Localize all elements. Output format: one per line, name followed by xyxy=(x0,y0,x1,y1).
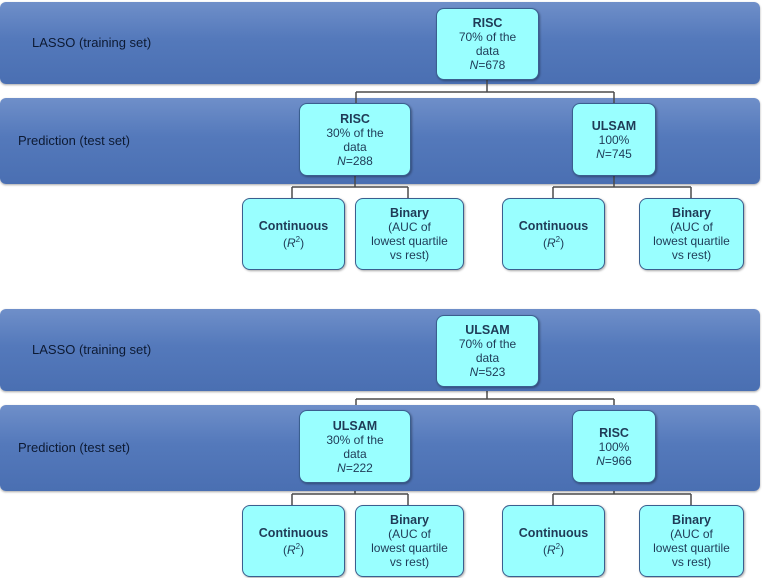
node-percent-cont: data xyxy=(343,446,367,461)
binary-desc-1: (AUC of xyxy=(670,220,713,234)
outcome-binary-left: Binary (AUC of lowest quartile vs rest) xyxy=(355,198,464,270)
n-symbol: N xyxy=(337,153,346,168)
node-title: Binary xyxy=(390,206,429,220)
test-node-ulsam: ULSAM 30% of the data N=222 xyxy=(299,410,411,483)
node-percent: 70% of the xyxy=(458,337,517,351)
binary-desc-2: lowest quartile xyxy=(371,541,448,555)
test-label-1: Prediction (test set) xyxy=(18,133,130,148)
outcome-binary-right: Binary (AUC of lowest quartile vs rest) xyxy=(639,198,744,270)
n-symbol: N xyxy=(596,453,605,468)
training-band-1 xyxy=(0,2,760,84)
n-value: =966 xyxy=(604,453,632,468)
train-node-ulsam: ULSAM 70% of the data N=523 xyxy=(436,315,539,387)
binary-desc-3: vs rest) xyxy=(389,555,430,569)
n-value: =523 xyxy=(478,365,506,379)
outcome-continuous-left: Continuous (R2) xyxy=(242,198,345,270)
node-percent: 100% xyxy=(598,132,630,147)
node-title: Binary xyxy=(390,513,429,527)
node-sample-size: N=966 xyxy=(596,454,632,468)
r-squared: (R2) xyxy=(282,541,305,557)
binary-desc-3: vs rest) xyxy=(671,248,712,262)
test-node-ulsam: ULSAM 100% N=745 xyxy=(572,103,656,176)
r-squared: (R2) xyxy=(542,234,565,250)
binary-desc-1: (AUC of xyxy=(388,527,431,541)
outcome-continuous-left: Continuous (R2) xyxy=(242,505,345,577)
training-band-2 xyxy=(0,309,760,391)
n-value: =222 xyxy=(345,460,373,475)
node-title: RISC xyxy=(472,16,503,30)
outcome-binary-right: Binary (AUC of lowest quartile vs rest) xyxy=(639,505,744,577)
node-sample-size: N=678 xyxy=(470,58,506,72)
node-percent: 100% xyxy=(598,439,630,454)
node-sample-size: N=288 xyxy=(337,154,373,168)
outcome-binary-left: Binary (AUC of lowest quartile vs rest) xyxy=(355,505,464,577)
binary-desc-2: lowest quartile xyxy=(371,234,448,248)
node-title: Continuous xyxy=(258,525,329,540)
test-node-risc: RISC 100% N=966 xyxy=(572,410,656,483)
node-sample-size: N=523 xyxy=(470,365,506,379)
node-title: Continuous xyxy=(518,218,589,233)
binary-desc-2: lowest quartile xyxy=(653,234,730,248)
n-symbol: N xyxy=(469,365,479,379)
training-label-2: LASSO (training set) xyxy=(32,342,152,357)
node-title: ULSAM xyxy=(591,118,637,133)
r-squared: (R2) xyxy=(542,541,565,557)
outcome-continuous-right: Continuous (R2) xyxy=(502,198,605,270)
node-percent-cont: data xyxy=(475,351,500,365)
r-squared: (R2) xyxy=(282,234,305,250)
binary-desc-3: vs rest) xyxy=(389,248,430,262)
node-percent-cont: data xyxy=(343,139,367,154)
training-label-1: LASSO (training set) xyxy=(32,35,152,50)
node-title: ULSAM xyxy=(332,418,378,433)
outcome-continuous-right: Continuous (R2) xyxy=(502,505,605,577)
node-title: Binary xyxy=(672,206,711,220)
node-percent: 70% of the xyxy=(458,30,517,44)
n-symbol: N xyxy=(469,58,479,72)
binary-desc-1: (AUC of xyxy=(670,527,713,541)
n-value: =745 xyxy=(604,146,632,161)
node-title: RISC xyxy=(340,111,370,126)
node-percent: 30% of the xyxy=(326,432,384,447)
node-sample-size: N=222 xyxy=(337,461,373,475)
n-value: =288 xyxy=(345,153,373,168)
node-title: Binary xyxy=(672,513,711,527)
n-symbol: N xyxy=(337,460,346,475)
node-title: Continuous xyxy=(518,525,589,540)
node-percent: 30% of the xyxy=(326,125,384,140)
n-symbol: N xyxy=(596,146,605,161)
test-label-2: Prediction (test set) xyxy=(18,440,130,455)
node-sample-size: N=745 xyxy=(596,147,632,161)
test-node-risc: RISC 30% of the data N=288 xyxy=(299,103,411,176)
node-title: ULSAM xyxy=(465,323,510,337)
node-title: Continuous xyxy=(258,218,329,233)
node-percent-cont: data xyxy=(475,44,500,58)
node-title: RISC xyxy=(599,425,629,440)
binary-desc-1: (AUC of xyxy=(388,220,431,234)
n-value: =678 xyxy=(478,58,506,72)
binary-desc-3: vs rest) xyxy=(671,555,712,569)
binary-desc-2: lowest quartile xyxy=(653,541,730,555)
train-node-risc: RISC 70% of the data N=678 xyxy=(436,8,539,80)
